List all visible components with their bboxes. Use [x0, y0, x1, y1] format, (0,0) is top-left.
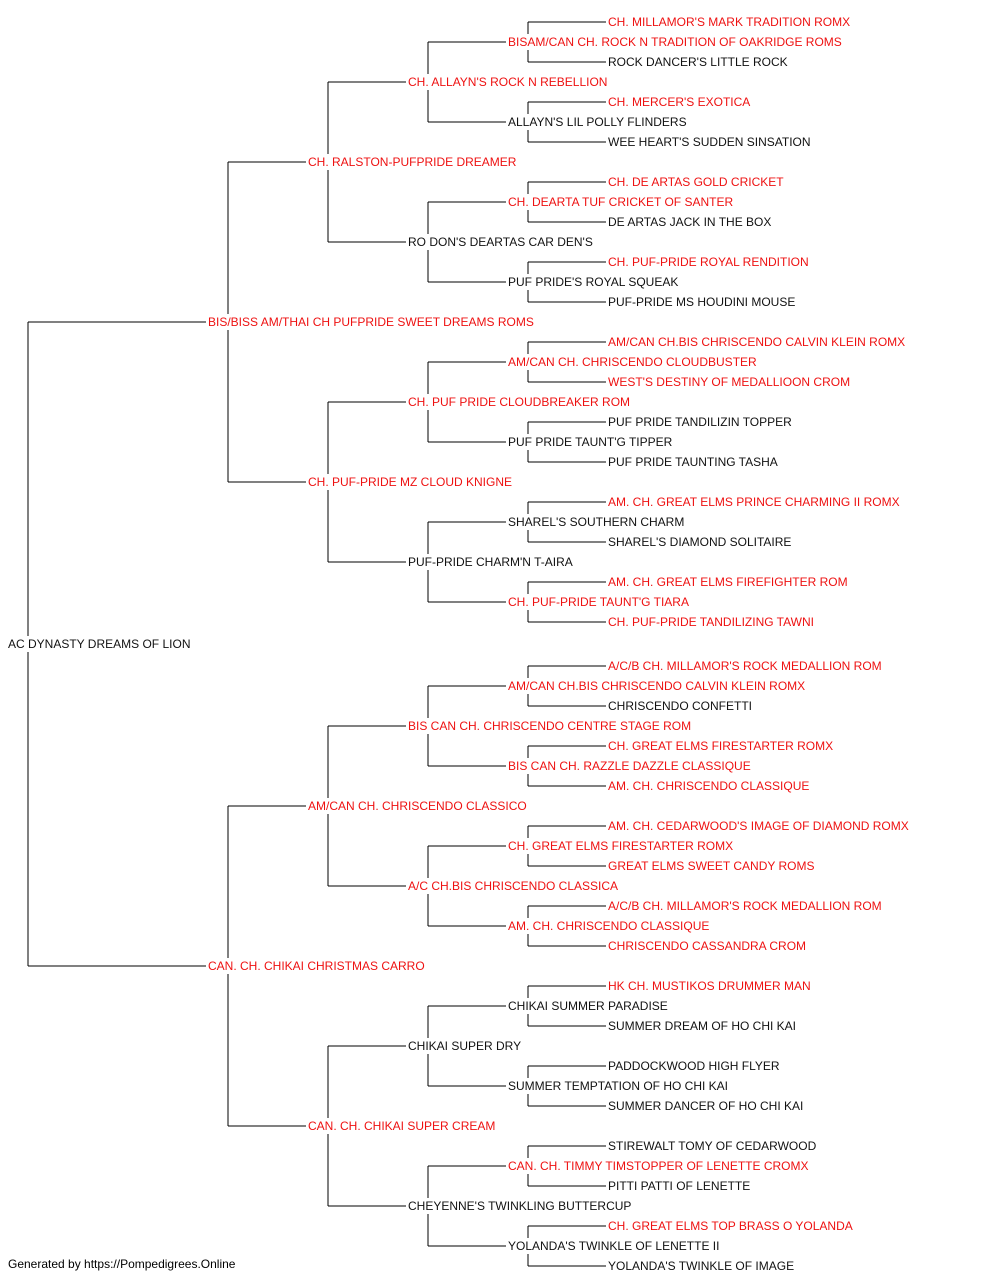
pedigree-name-gen5: HK CH. MUSTIKOS DRUMMER MAN: [608, 979, 811, 993]
pedigree-name-gen5: SUMMER DREAM OF HO CHI KAI: [608, 1019, 797, 1033]
pedigree-name-gen4: PUF PRIDE TAUNT'G TIPPER: [508, 435, 673, 449]
pedigree-name-gen5: CH. PUF-PRIDE TANDILIZING TAWNI: [608, 615, 815, 629]
pedigree-name-gen5: WEST'S DESTINY OF MEDALLIOON CROM: [608, 375, 851, 389]
pedigree-name-gen5: A/C/B CH. MILLAMOR'S ROCK MEDALLION ROM: [608, 899, 882, 913]
pedigree-name-gen2: CH. PUF-PRIDE MZ CLOUD KNIGNE: [308, 475, 513, 489]
pedigree-name-gen4: AM/CAN CH. CHRISCENDO CLOUDBUSTER: [508, 355, 757, 369]
pedigree-name-gen5: AM. CH. GREAT ELMS PRINCE CHARMING II RO…: [608, 495, 900, 509]
pedigree-name-gen5: CH. MILLAMOR'S MARK TRADITION ROMX: [608, 15, 851, 29]
pedigree-name-gen4: AM. CH. CHRISCENDO CLASSIQUE: [508, 919, 710, 933]
pedigree-name-gen5: CHRISCENDO CASSANDRA CROM: [608, 939, 807, 953]
pedigree-name-gen4: CH. DEARTA TUF CRICKET OF SANTER: [508, 195, 734, 209]
pedigree-name-gen5: PUF PRIDE TAUNTING TASHA: [608, 455, 778, 469]
pedigree-name-gen4: CH. PUF-PRIDE TAUNT'G TIARA: [508, 595, 689, 609]
pedigree-name-gen3: PUF-PRIDE CHARM'N T-AIRA: [408, 555, 573, 569]
pedigree-name-gen3: RO DON'S DEARTAS CAR DEN'S: [408, 235, 593, 249]
pedigree-name-gen5: CH. GREAT ELMS TOP BRASS O YOLANDA: [608, 1219, 853, 1233]
pedigree-name-gen5: CH. MERCER'S EXOTICA: [608, 95, 751, 109]
pedigree-name-gen5: PADDOCKWOOD HIGH FLYER: [608, 1059, 780, 1073]
pedigree-name-gen4: PUF PRIDE'S ROYAL SQUEAK: [508, 275, 679, 289]
pedigree-name-gen3: CH. ALLAYN'S ROCK N REBELLION: [408, 75, 608, 89]
pedigree-name-gen5: CH. DE ARTAS GOLD CRICKET: [608, 175, 784, 189]
pedigree-name-gen2: AM/CAN CH. CHRISCENDO CLASSICO: [308, 799, 527, 813]
pedigree-name-gen4: CHIKAI SUMMER PARADISE: [508, 999, 668, 1013]
pedigree-name-gen5: CH. PUF-PRIDE ROYAL RENDITION: [608, 255, 809, 269]
pedigree-name-gen4: AM/CAN CH.BIS CHRISCENDO CALVIN KLEIN RO…: [508, 679, 806, 693]
pedigree-name-gen5: AM. CH. CEDARWOOD'S IMAGE OF DIAMOND ROM…: [608, 819, 909, 833]
pedigree-name-gen5: STIREWALT TOMY OF CEDARWOOD: [608, 1139, 817, 1153]
pedigree-name-gen4: SHAREL'S SOUTHERN CHARM: [508, 515, 685, 529]
pedigree-name-gen5: YOLANDA'S TWINKLE OF IMAGE: [608, 1259, 795, 1273]
pedigree-name-gen5: PUF PRIDE TANDILIZIN TOPPER: [608, 415, 792, 429]
pedigree-name-gen4: BISAM/CAN CH. ROCK N TRADITION OF OAKRID…: [508, 35, 842, 49]
pedigree-name-gen1: CAN. CH. CHIKAI CHRISTMAS CARRO: [208, 959, 425, 973]
pedigree-name-gen5: A/C/B CH. MILLAMOR'S ROCK MEDALLION ROM: [608, 659, 882, 673]
pedigree-name-gen5: PITTI PATTI OF LENETTE: [608, 1179, 751, 1193]
pedigree-name-gen5: SUMMER DANCER OF HO CHI KAI: [608, 1099, 804, 1113]
pedigree-name-gen4: ALLAYN'S LIL POLLY FLINDERS: [508, 115, 687, 129]
pedigree-name-gen3: CHIKAI SUPER DRY: [408, 1039, 522, 1053]
pedigree-name-gen4: CH. GREAT ELMS FIRESTARTER ROMX: [508, 839, 734, 853]
pedigree-name-gen5: DE ARTAS JACK IN THE BOX: [608, 215, 772, 229]
pedigree-name-gen5: CHRISCENDO CONFETTI: [608, 699, 752, 713]
pedigree-name-gen1: BIS/BISS AM/THAI CH PUFPRIDE SWEET DREAM…: [208, 315, 534, 329]
pedigree-name-gen5: CH. GREAT ELMS FIRESTARTER ROMX: [608, 739, 834, 753]
pedigree-name-gen5: AM. CH. CHRISCENDO CLASSIQUE: [608, 779, 810, 793]
pedigree-name-gen5: WEE HEART'S SUDDEN SINSATION: [608, 135, 811, 149]
pedigree-name-gen5: ROCK DANCER'S LITTLE ROCK: [608, 55, 788, 69]
pedigree-name-gen5: PUF-PRIDE MS HOUDINI MOUSE: [608, 295, 796, 309]
pedigree-name-gen5: SHAREL'S DIAMOND SOLITAIRE: [608, 535, 792, 549]
generated-by-footer: Generated by https://Pompedigrees.Online: [8, 1257, 236, 1271]
pedigree-name-gen3: A/C CH.BIS CHRISCENDO CLASSICA: [408, 879, 619, 893]
pedigree-name-gen4: SUMMER TEMPTATION OF HO CHI KAI: [508, 1079, 729, 1093]
pedigree-name-gen3: CH. PUF PRIDE CLOUDBREAKER ROM: [408, 395, 631, 409]
pedigree-name-gen5: AM/CAN CH.BIS CHRISCENDO CALVIN KLEIN RO…: [608, 335, 906, 349]
pedigree-name-gen4: BIS CAN CH. RAZZLE DAZZLE CLASSIQUE: [508, 759, 751, 773]
pedigree-name-gen2: CH. RALSTON-PUFPRIDE DREAMER: [308, 155, 517, 169]
pedigree-name-gen3: BIS CAN CH. CHRISCENDO CENTRE STAGE ROM: [408, 719, 692, 733]
pedigree-name-gen4: CAN. CH. TIMMY TIMSTOPPER OF LENETTE CRO…: [508, 1159, 809, 1173]
pedigree-name-gen4: YOLANDA'S TWINKLE OF LENETTE II: [508, 1239, 720, 1253]
pedigree-name-gen5: GREAT ELMS SWEET CANDY ROMS: [608, 859, 815, 873]
pedigree-name-gen2: CAN. CH. CHIKAI SUPER CREAM: [308, 1119, 496, 1133]
pedigree-name-gen3: CHEYENNE'S TWINKLING BUTTERCUP: [408, 1199, 632, 1213]
pedigree-name-gen0: AC DYNASTY DREAMS OF LION: [8, 637, 191, 651]
pedigree-name-gen5: AM. CH. GREAT ELMS FIREFIGHTER ROM: [608, 575, 848, 589]
